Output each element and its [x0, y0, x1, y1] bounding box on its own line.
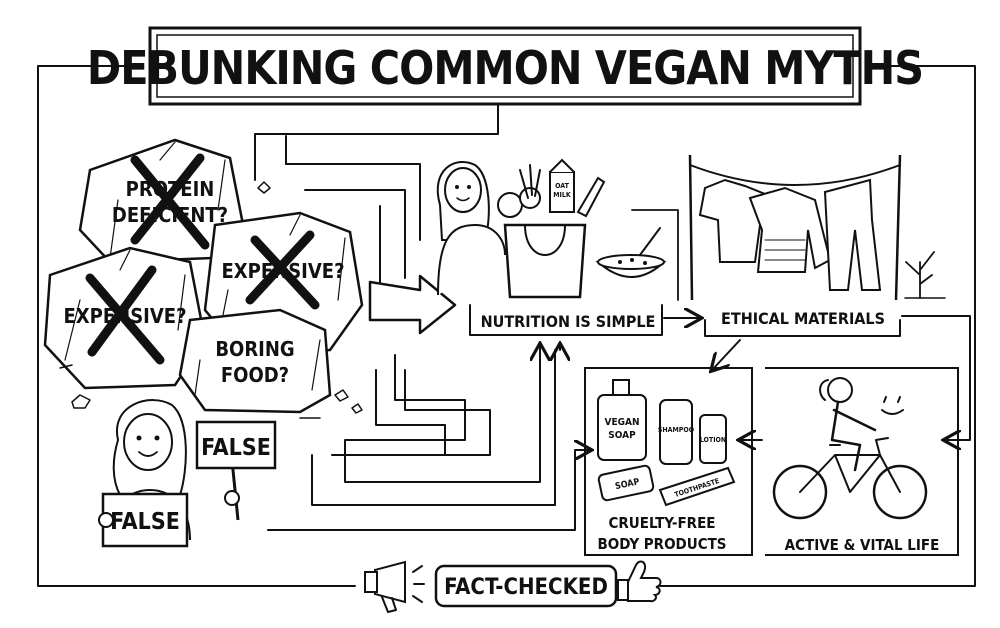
node-cruelty-free: VEGAN SOAP SHAMPOO LOTION SOAP TOOTHPAST… [584, 367, 753, 556]
megaphone-icon [412, 565, 425, 603]
myth-label-expensive-right: EXPENSIVE? [221, 259, 344, 283]
vegan-soap-label-1: VEGAN [605, 417, 640, 428]
ethical-illustration [688, 154, 946, 301]
arrow-ethical-to-cruelty [712, 339, 741, 370]
myth-label-boring-line1: BORING [215, 337, 294, 361]
node-nutrition-label: NUTRITION IS SIMPLE [481, 312, 656, 331]
shampoo-label: SHAMPOO [658, 426, 695, 434]
footer-label: FACT-CHECKED [444, 575, 608, 600]
false-sign-right: FALSE [195, 420, 277, 470]
oat-milk-label-1: OAT [555, 182, 569, 190]
arrow-ethical-to-active [901, 315, 971, 440]
false-sign-left-label: FALSE [110, 509, 180, 535]
big-arrow [368, 274, 457, 335]
maze-lines [254, 103, 590, 531]
node-active-life: ACTIVE & VITAL LIFE [765, 367, 959, 556]
thumbs-up-icon [617, 560, 662, 603]
nutrition-illustration: OAT MILK [436, 158, 667, 299]
outer-frame [37, 65, 976, 587]
vegan-soap-label-2: SOAP [608, 430, 636, 441]
myth-rock-expensive-left: EXPENSIVE? [43, 246, 207, 390]
oat-milk-label-2: MILK [553, 191, 572, 199]
false-sign-left: FALSE [98, 492, 189, 548]
node-active-label: ACTIVE & VITAL LIFE [785, 536, 940, 554]
false-sign-right-label: FALSE [201, 435, 271, 461]
node-cruelty-label-1: CRUELTY-FREE [608, 514, 715, 532]
myth-label-protein-line1: PROTEIN [126, 177, 215, 201]
myth-label-protein-line2: DEFICIENT? [112, 203, 228, 227]
node-nutrition: NUTRITION IS SIMPLE [469, 209, 679, 336]
node-ethical-label: ETHICAL MATERIALS [721, 309, 885, 328]
node-ethical: ETHICAL MATERIALS [704, 309, 901, 337]
node-cruelty-label-2: BODY PRODUCTS [597, 535, 726, 553]
pebbles [59, 181, 363, 419]
myth-rock-boring: BORING FOOD? [178, 308, 332, 414]
page-title: DEBUNKING COMMON VEGAN MYTHS [87, 41, 923, 95]
footer-badge: FACT-CHECKED [364, 560, 662, 613]
title-banner: DEBUNKING COMMON VEGAN MYTHS [87, 26, 924, 106]
myth-label-boring-line2: FOOD? [221, 363, 289, 387]
lotion-label: LOTION [700, 436, 726, 444]
myth-label-expensive-left: EXPENSIVE? [63, 304, 186, 328]
